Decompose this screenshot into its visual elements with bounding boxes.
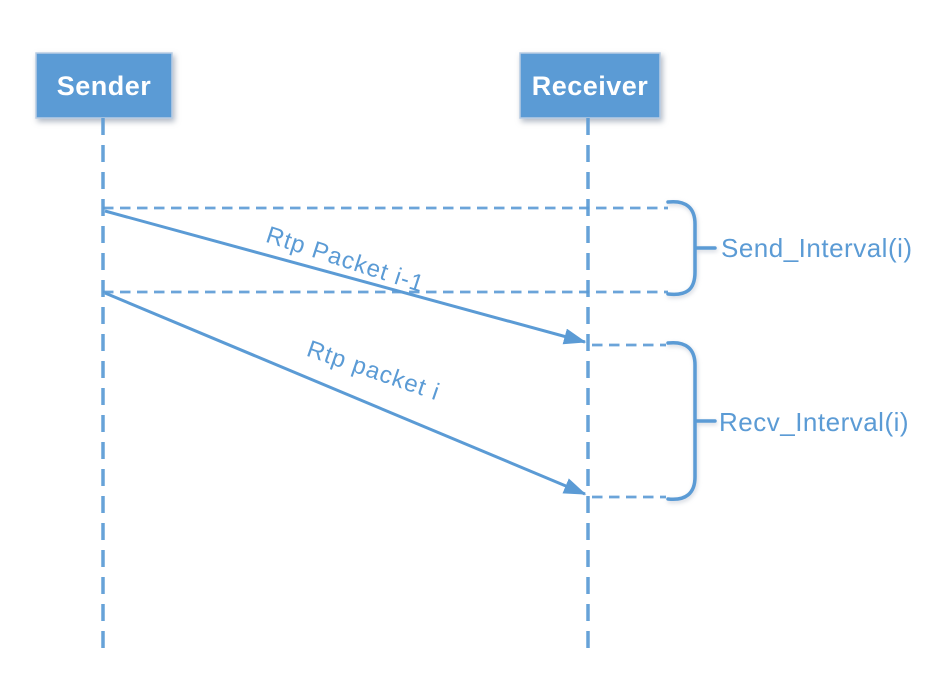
receiver-label: Receiver: [532, 71, 649, 101]
recv-interval-label: Recv_Interval(i): [719, 407, 909, 437]
send-interval-brace: [666, 199, 717, 297]
receiver-box: [519, 52, 661, 119]
message-label-rtp-packet-i: Rtp packet i: [303, 336, 443, 407]
recv-interval-brace: [666, 340, 717, 502]
actor-receiver: Receiver: [519, 52, 661, 119]
actor-sender: Sender: [35, 52, 173, 119]
message-arrow-rtp-packet-i-1: [104, 209, 587, 345]
sender-box: [35, 52, 173, 119]
sender-label: Sender: [57, 71, 152, 101]
message-arrow-rtp-packet-i: [104, 291, 587, 496]
send-interval-label: Send_Interval(i): [721, 233, 913, 263]
